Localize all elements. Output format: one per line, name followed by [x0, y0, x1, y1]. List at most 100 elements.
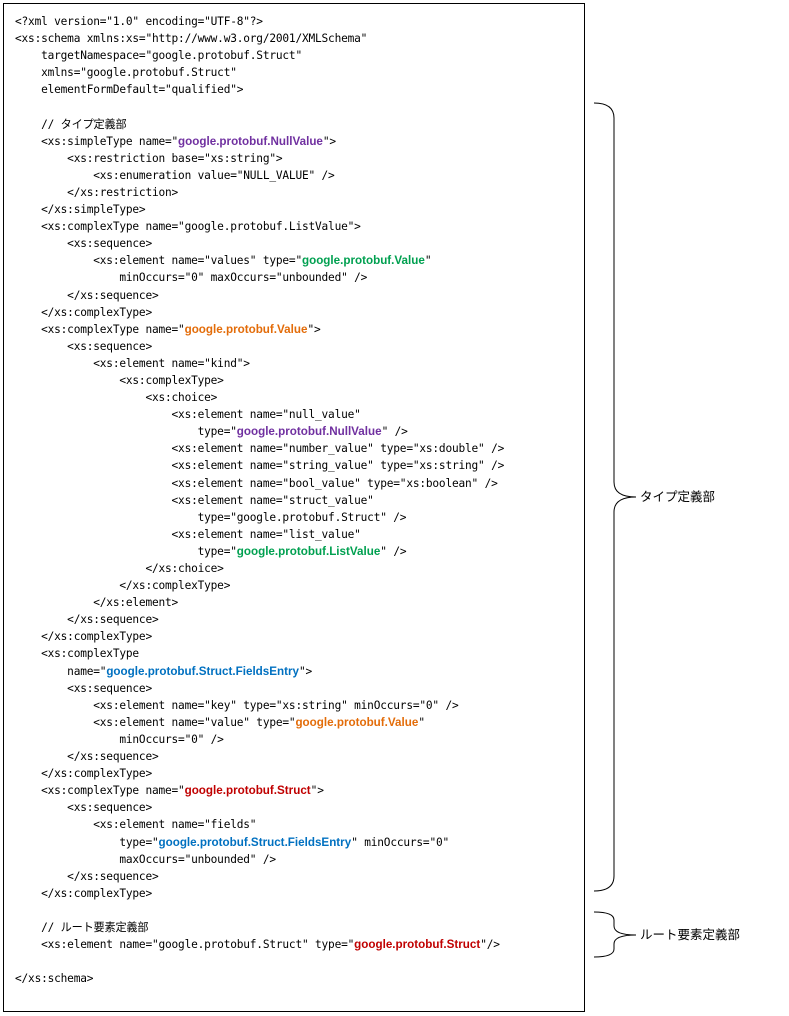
code-line: <xs:element name="number_value" type="xs… — [15, 440, 567, 457]
code-text: type=" — [15, 834, 159, 849]
code-text: "> — [299, 663, 313, 678]
highlighted-type-name: google.protobuf.NullValue — [178, 133, 323, 148]
code-text: </xs:choice> — [15, 561, 224, 575]
highlighted-type-name: google.protobuf.Struct.FieldsEntry — [106, 663, 300, 678]
code-text: </xs:schema> — [15, 971, 94, 986]
code-text: </xs:restriction> — [15, 184, 179, 199]
code-text: <xs:element name="fields" — [15, 817, 257, 832]
code-text: " — [418, 714, 425, 729]
code-line: <xs:element name="value" type="google.pr… — [15, 714, 567, 731]
code-line: </xs:restriction> — [15, 184, 567, 201]
code-line: type="google.protobuf.Struct.FieldsEntry… — [15, 834, 567, 851]
code-line: <xs:sequence> — [15, 235, 567, 252]
code-line: minOccurs="0" maxOccurs="unbounded" /> — [15, 269, 567, 286]
code-line: <xs:schema xmlns:xs="http://www.w3.org/2… — [15, 30, 567, 47]
code-line: <xs:complexType name="google.protobuf.Li… — [15, 218, 567, 235]
code-line: <xs:enumeration value="NULL_VALUE" /> — [15, 167, 567, 184]
code-text: <xs:complexType — [15, 646, 139, 661]
code-text: <xs:element name="list_value" — [15, 526, 361, 541]
code-text: <xs:sequence> — [15, 800, 152, 815]
code-line: <xs:element name="string_value" type="xs… — [15, 457, 567, 474]
code-line: <xs:element name="key" type="xs:string" … — [15, 697, 567, 714]
code-text: <xs:complexType name=" — [15, 783, 185, 798]
code-line: name="google.protobuf.Struct.FieldsEntry… — [15, 663, 567, 680]
code-line: type="google.protobuf.NullValue" /> — [15, 423, 567, 440]
code-text: </xs:sequence> — [15, 287, 159, 302]
code-text: <xs:element name="bool_value" type="xs:b… — [15, 475, 498, 490]
code-text: </xs:complexType> — [15, 304, 152, 319]
code-text: </xs:complexType> — [15, 578, 231, 593]
code-line: <xs:element name="bool_value" type="xs:b… — [15, 475, 567, 492]
code-text: </xs:sequence> — [15, 749, 159, 764]
type-definition-brace — [593, 102, 637, 892]
code-text: </xs:sequence> — [15, 868, 159, 883]
code-text: <?xml version="1.0" encoding="UTF-8"?> — [15, 14, 263, 28]
code-line: </xs:sequence> — [15, 748, 567, 765]
root-element-label: ルート要素定義部 — [640, 928, 741, 942]
code-line: </xs:complexType> — [15, 765, 567, 782]
code-text: <xs:element name="value" type=" — [15, 714, 296, 729]
code-text: </xs:complexType> — [15, 885, 152, 900]
highlighted-type-name: google.protobuf.NullValue — [236, 424, 382, 439]
code-text: minOccurs="0" maxOccurs="unbounded" /> — [15, 270, 368, 285]
code-line: targetNamespace="google.protobuf.Struct" — [15, 47, 567, 64]
code-text: <xs:element name="null_value" — [15, 407, 361, 422]
code-text: "> — [307, 321, 321, 336]
code-text: " minOccurs="0" — [351, 834, 450, 849]
root-element-brace — [593, 911, 637, 958]
code-text: <xs:choice> — [15, 390, 218, 405]
code-text: <xs:element name="number_value" type="xs… — [15, 441, 505, 456]
code-listing-box: <?xml version="1.0" encoding="UTF-8"?> <x… — [3, 3, 585, 1012]
code-line: </xs:complexType> — [15, 577, 567, 594]
code-text: <xs:element name="string_value" type="xs… — [15, 458, 505, 473]
code-text: // ルート要素定義部 — [15, 919, 149, 934]
code-text: <xs:element name="kind"> — [15, 355, 250, 370]
code-line: type="google.protobuf.Struct" /> — [15, 509, 567, 526]
code-text: type=" — [15, 543, 237, 558]
code-line: <xs:simpleType name="google.protobuf.Nul… — [15, 133, 567, 150]
code-text: <xs:element name="key" type="xs:string" … — [15, 697, 459, 712]
code-line: <?xml version="1.0" encoding="UTF-8"?> — [15, 13, 567, 30]
code-line — [15, 98, 567, 115]
code-text: type="google.protobuf.Struct" /> — [15, 509, 407, 524]
code-text: " /> — [381, 424, 408, 439]
code-line: </xs:element> — [15, 594, 567, 611]
code-line — [15, 902, 567, 919]
code-line: <xs:sequence> — [15, 338, 567, 355]
code-text: </xs:sequence> — [15, 612, 159, 627]
code-line — [15, 953, 567, 970]
code-text: <xs:sequence> — [15, 680, 152, 695]
code-line: <xs:complexType — [15, 645, 567, 662]
code-text: targetNamespace="google.protobuf.Struct" — [15, 48, 302, 63]
code-text: <xs:restriction base="xs:string"> — [15, 150, 283, 165]
code-line: <xs:element name="fields" — [15, 816, 567, 833]
code-text: minOccurs="0" /> — [15, 731, 224, 746]
code-text: <xs:sequence> — [15, 338, 152, 353]
code-text: <xs:sequence> — [15, 236, 152, 251]
code-text: <xs:element name="values" type=" — [15, 253, 302, 268]
code-text: type=" — [15, 424, 237, 439]
code-line: <xs:element name="list_value" — [15, 526, 567, 543]
code-line: </xs:choice> — [15, 560, 567, 577]
code-text: <xs:complexType name="google.protobuf.Li… — [15, 219, 361, 234]
code-text: </xs:complexType> — [15, 629, 152, 644]
code-line: </xs:sequence> — [15, 611, 567, 628]
annotation-brackets — [593, 102, 637, 958]
highlighted-type-name: google.protobuf.Value — [301, 253, 425, 268]
code-text: <xs:complexType name=" — [15, 321, 185, 336]
code-line: <xs:sequence> — [15, 680, 567, 697]
highlighted-type-name: google.protobuf.Struct — [184, 783, 311, 798]
code-text: <xs:element name="google.protobuf.Struct… — [15, 937, 355, 952]
highlighted-type-name: google.protobuf.ListValue — [236, 543, 381, 558]
code-line: </xs:simpleType> — [15, 201, 567, 218]
code-text: <xs:simpleType name=" — [15, 133, 179, 148]
code-text: </xs:simpleType> — [15, 202, 146, 217]
code-line: <xs:complexType name="google.protobuf.Va… — [15, 321, 567, 338]
code-line: type="google.protobuf.ListValue" /> — [15, 543, 567, 560]
code-text: <xs:schema xmlns:xs="http://www.w3.org/2… — [15, 31, 368, 46]
code-line: <xs:element name="google.protobuf.Struct… — [15, 936, 567, 953]
code-line: <xs:element name="struct_value" — [15, 492, 567, 509]
code-line: <xs:element name="null_value" — [15, 406, 567, 423]
code-text: </xs:element> — [15, 595, 179, 610]
code-text: <xs:complexType> — [15, 372, 224, 387]
